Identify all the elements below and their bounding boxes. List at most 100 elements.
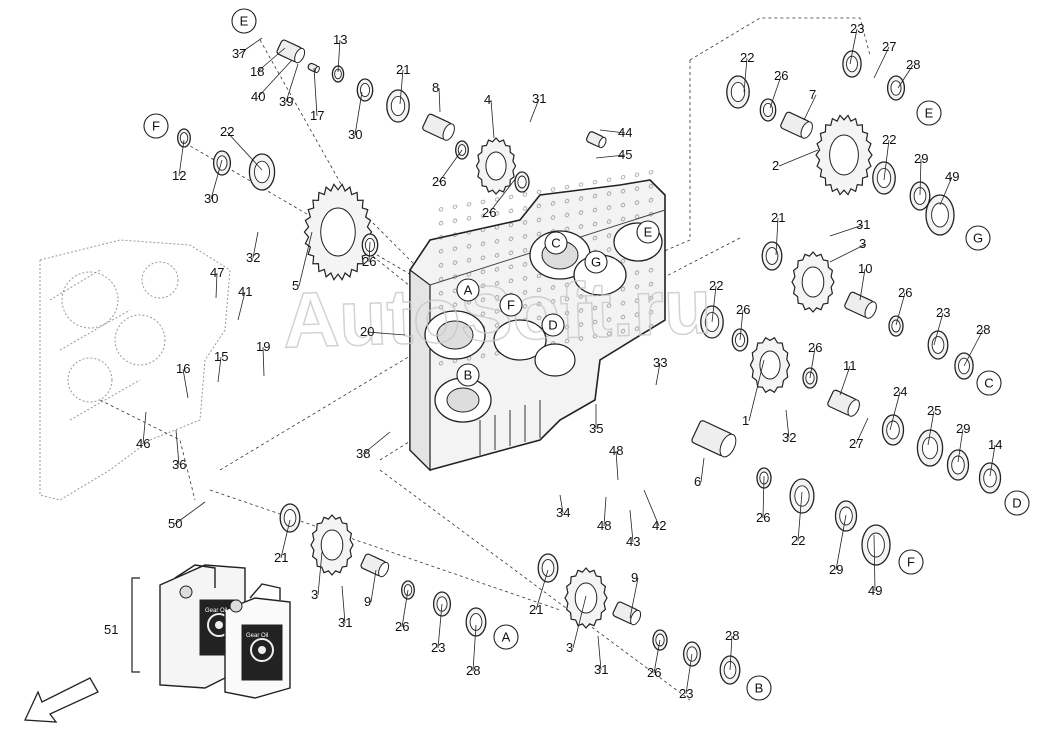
part-number-label: 22 <box>791 533 805 548</box>
bearing-ring-part <box>909 181 931 211</box>
part-number-label: 26 <box>432 174 446 189</box>
parts-layer <box>177 39 1002 685</box>
reference-letter-circle: C <box>544 231 568 255</box>
leader-line <box>895 292 906 326</box>
leader-line <box>775 217 779 256</box>
leader-line <box>615 450 619 481</box>
leader-line <box>809 347 816 379</box>
leader-line <box>257 59 293 98</box>
gear-part <box>815 114 873 196</box>
part-number-label: 16 <box>176 361 190 376</box>
leader-line <box>629 577 639 619</box>
bearing-ring-part <box>514 171 530 193</box>
bearing-ring-part <box>946 449 970 481</box>
reference-letter-circle: E <box>916 100 942 126</box>
leader-line <box>217 356 222 383</box>
part-number-label: 43 <box>626 534 640 549</box>
part-number-label: 31 <box>532 91 546 106</box>
leader-line <box>883 139 890 181</box>
part-number-label: 45 <box>618 147 632 162</box>
leader-line <box>285 63 299 103</box>
part-number-label: 33 <box>653 355 667 370</box>
leader-line <box>927 410 935 446</box>
reference-letter-circle: B <box>456 363 480 387</box>
part-number-label: 29 <box>956 421 970 436</box>
leader-line <box>437 603 443 649</box>
part-number-label: 51 <box>104 622 118 637</box>
part-number-label: 30 <box>204 191 218 206</box>
reference-letter: F <box>507 298 515 313</box>
part-number-label: 48 <box>597 518 611 533</box>
shaft-hub-part <box>307 62 320 74</box>
part-number-label: 23 <box>850 21 864 36</box>
leader-line <box>963 329 984 367</box>
leader-line <box>933 312 944 346</box>
leader-line <box>488 177 517 214</box>
reference-letter-circle: E <box>231 8 257 34</box>
part-number-label: 7 <box>809 87 816 102</box>
leader-line <box>559 494 564 514</box>
leader-line <box>603 496 607 527</box>
part-number-label: 2 <box>772 158 779 173</box>
leader-line <box>595 154 626 159</box>
part-number-label: 22 <box>740 50 754 65</box>
part-number-label: 27 <box>882 39 896 54</box>
gear-part <box>564 567 608 629</box>
part-number-label: 28 <box>906 57 920 72</box>
leader-line <box>989 444 996 477</box>
part-number-label: 26 <box>482 205 496 220</box>
part-number-label: 26 <box>808 340 822 355</box>
gear-part <box>475 137 517 195</box>
reference-letter-circle: F <box>499 293 523 317</box>
engine-block-outline <box>39 239 231 501</box>
reference-letter: B <box>755 681 764 696</box>
part-number-label: 32 <box>782 430 796 445</box>
oil-can-label: Gear Oil <box>205 608 227 614</box>
leader-line <box>599 129 626 134</box>
part-number-label: 32 <box>246 250 260 265</box>
reference-letter: G <box>973 231 983 246</box>
bearing-ring-part <box>886 75 906 101</box>
leader-line <box>655 362 661 386</box>
part-number-label: 47 <box>210 265 224 280</box>
leader-line <box>855 417 869 445</box>
leader-line <box>849 28 858 65</box>
leader-line <box>472 624 477 672</box>
part-number-label: 29 <box>914 151 928 166</box>
shaft-hub-part <box>844 291 877 319</box>
gear-oil-cans: Gear Oil Gear Oil <box>159 564 291 699</box>
reference-letter-circle: F <box>898 549 924 575</box>
part-number-label: 26 <box>647 665 661 680</box>
leader-line <box>939 176 953 206</box>
leader-line <box>490 99 495 139</box>
leader-line <box>797 491 803 542</box>
part-number-label: 39 <box>279 94 293 109</box>
part-number-label: 3 <box>311 587 318 602</box>
bearing-ring-part <box>925 194 955 236</box>
bearing-ring-part <box>916 429 944 467</box>
shaft-hub-part <box>276 39 306 64</box>
part-number-label: 23 <box>431 640 445 655</box>
reference-letter-circle: D <box>541 313 565 337</box>
leader-line <box>529 98 540 123</box>
reference-letter: F <box>152 119 160 134</box>
bearing-ring-part <box>248 153 276 191</box>
leader-line <box>238 37 263 55</box>
part-number-label: 41 <box>238 284 252 299</box>
part-number-label: 28 <box>976 322 990 337</box>
reference-letter-circle: G <box>965 225 991 251</box>
part-number-label: 13 <box>333 32 347 47</box>
reference-letter: A <box>502 630 511 645</box>
leader-line <box>743 57 748 93</box>
bearing-ring-part <box>881 414 905 446</box>
bearing-ring-part <box>356 78 374 102</box>
part-number-label: 44 <box>618 125 632 140</box>
shaft-hub-part <box>612 601 642 626</box>
bearing-ring-part <box>279 503 301 533</box>
part-number-label: 38 <box>356 446 370 461</box>
part-number-label: 4 <box>484 92 491 107</box>
gear-part <box>303 183 373 281</box>
